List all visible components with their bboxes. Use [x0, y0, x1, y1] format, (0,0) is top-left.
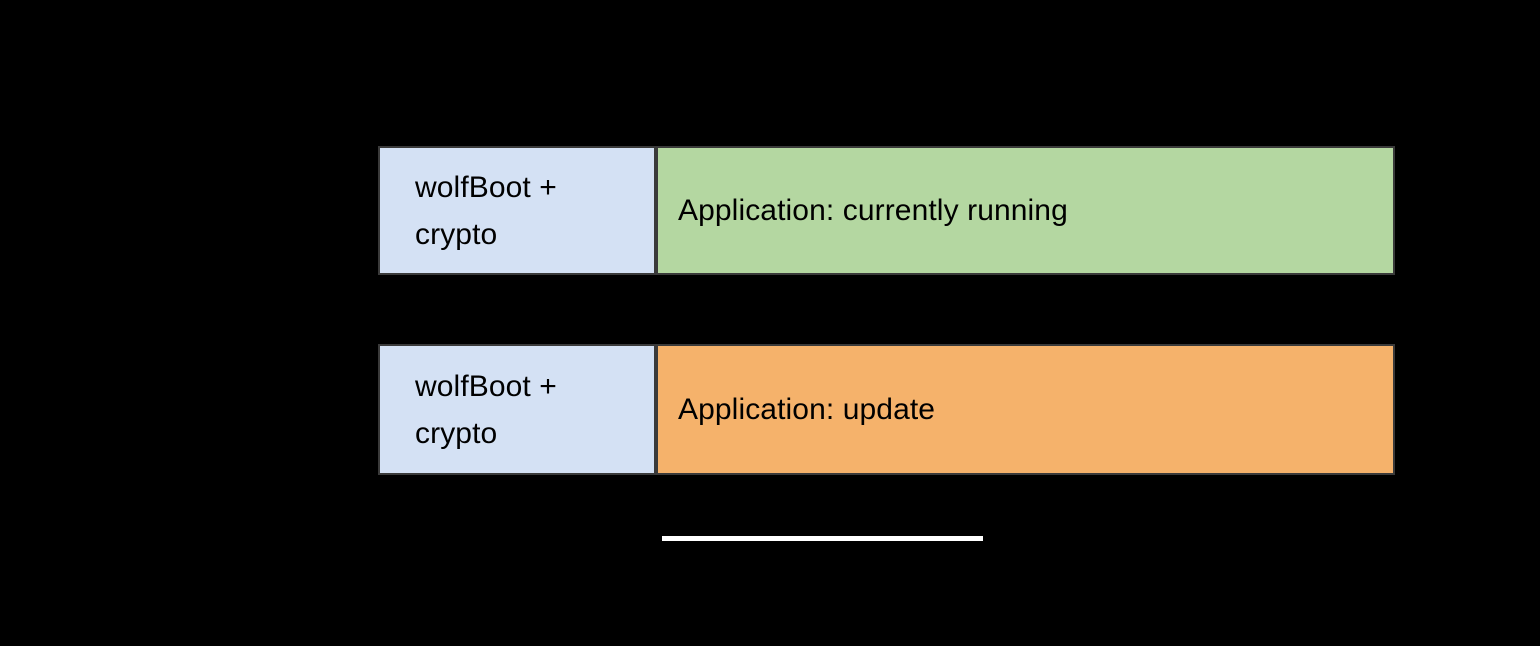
application-partition-update: Application: update	[656, 344, 1395, 475]
bootloader-partition-running: wolfBoot + crypto	[378, 146, 656, 275]
horizontal-rule	[662, 536, 983, 541]
application-label-running: Application: currently running	[678, 194, 1068, 227]
application-partition-running: Application: currently running	[656, 146, 1395, 275]
bootloader-partition-update: wolfBoot + crypto	[378, 344, 656, 475]
bootloader-label-running: wolfBoot + crypto	[415, 170, 557, 251]
bootloader-label-update: wolfBoot + crypto	[415, 369, 557, 450]
memory-row-update: wolfBoot + crypto Application: update	[378, 344, 1395, 475]
application-label-update: Application: update	[678, 393, 936, 426]
memory-row-currently-running: wolfBoot + crypto Application: currently…	[378, 146, 1395, 275]
